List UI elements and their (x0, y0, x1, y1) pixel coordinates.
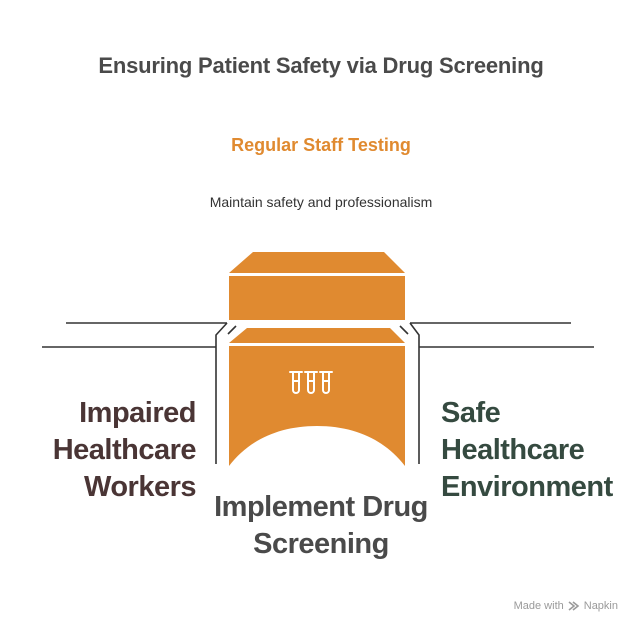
page-title: Ensuring Patient Safety via Drug Screeni… (98, 53, 544, 78)
left-label: Impaired Healthcare Workers (52, 397, 197, 503)
test-tubes-icon (289, 371, 333, 394)
bridge-arch (229, 328, 405, 466)
top-heading: Regular Staff Testing (231, 135, 411, 155)
made-with-text: Made with (513, 600, 564, 612)
top-description: Maintain safety and professionalism (209, 194, 433, 210)
brand-name: Napkin (583, 600, 618, 612)
ground-lines (42, 322, 594, 464)
made-with-credit[interactable]: Made with Napkin (514, 600, 618, 612)
bottom-label: Implement Drug Screening (214, 491, 428, 560)
right-label: Safe Healthcare Environment (441, 397, 613, 503)
top-slab (229, 252, 405, 320)
napkin-logo-icon (568, 601, 580, 611)
